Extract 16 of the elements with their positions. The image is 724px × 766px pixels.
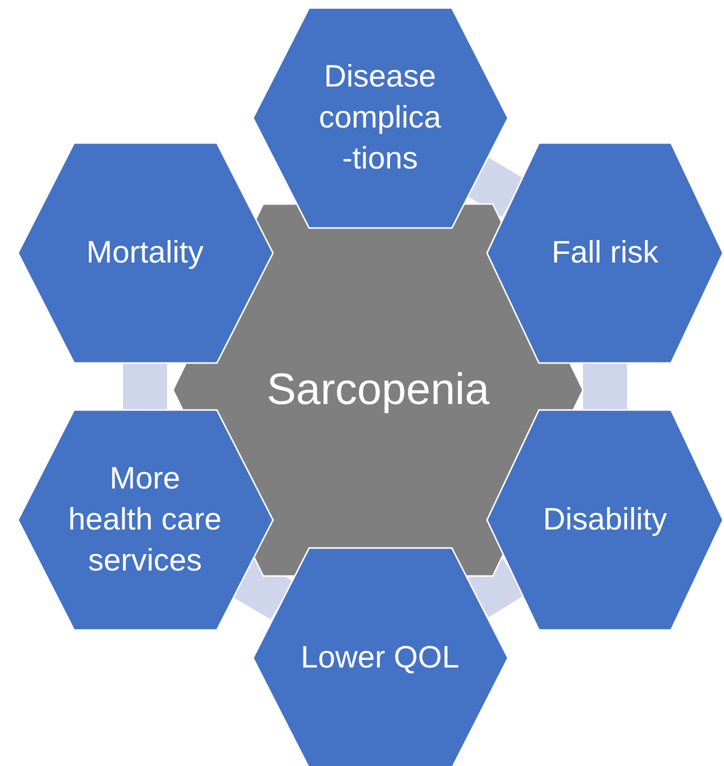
hexagon-node [252,8,508,228]
connector-band [232,558,294,620]
node-label: Lower QOL [300,638,460,677]
connector-band [466,557,525,618]
connector-band [583,363,627,410]
node-label: Fall risk [550,234,660,272]
node-label: Mortality [85,234,205,272]
node-label: Disability [542,500,668,539]
central-label: Sarcopenia [266,364,490,416]
node-label: More health care services [67,460,223,580]
hexagon-node [252,548,508,766]
hexagon-node [18,143,272,363]
connector-band [466,158,524,217]
hexagon-node [487,143,723,363]
connector-band [123,363,167,410]
node-label: Disease complica -tions [318,58,442,178]
